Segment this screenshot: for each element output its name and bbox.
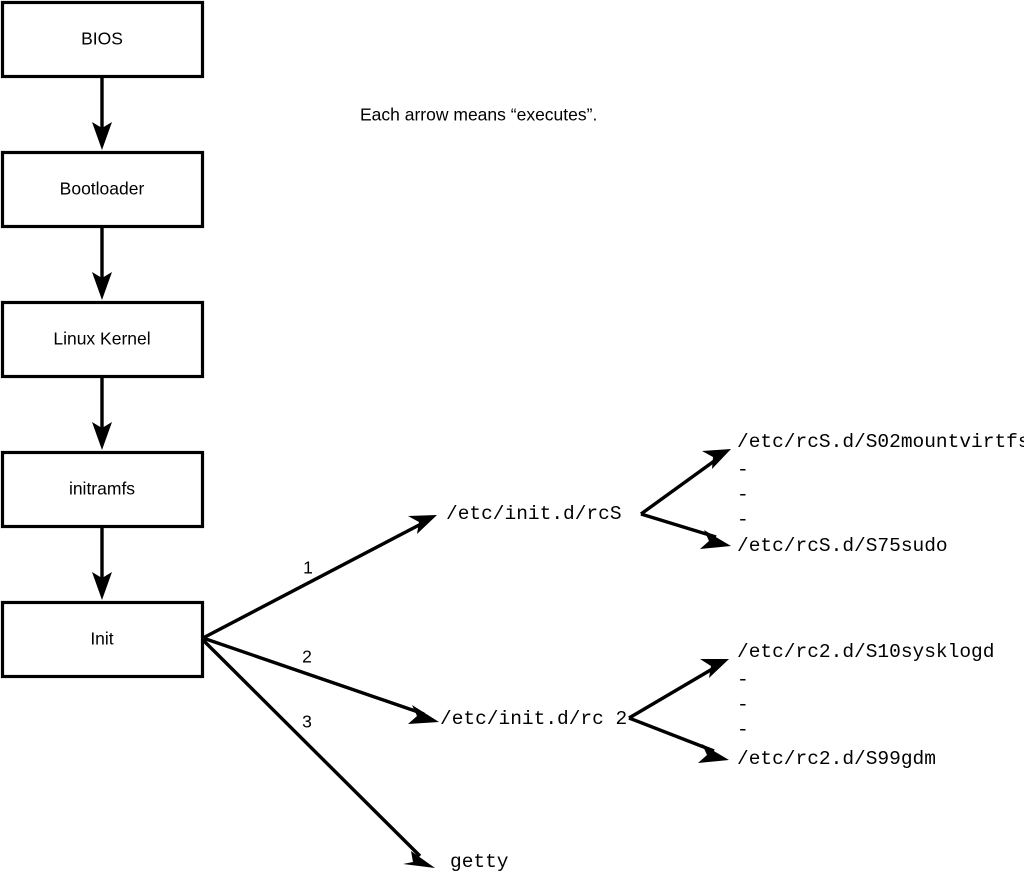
arrow-kernel-to-initramfs-head (92, 422, 112, 450)
arrow-rc2-to-first-script (628, 659, 729, 720)
arrow-kernel-to-initramfs (92, 377, 112, 450)
stage-box-initramfs-rect (0, 450, 205, 529)
arrow-bios-to-bootloader-head (92, 122, 112, 150)
stage-box-bios[interactable]: BIOS (0, 0, 205, 79)
legend-note: Each arrow means “executes”. (360, 105, 597, 125)
branch-target-getty-label[interactable]: getty (450, 851, 509, 873)
rcs-script-first[interactable]: /etc/rcS.d/S02mountvirtfs (737, 431, 1024, 453)
arrow-bios-to-bootloader (92, 77, 112, 150)
arrow-init-branch-1 (202, 515, 437, 640)
rc2-ellipsis-dash-2: - (737, 694, 749, 716)
arrow-rcs-to-last-script (640, 512, 731, 549)
branch-number-3: 3 (302, 712, 312, 732)
stage-box-kernel-label: Linux Kernel (53, 329, 150, 349)
stage-box-initramfs[interactable]: initramfs (0, 450, 205, 529)
arrow-rc2-to-first-script-head (700, 659, 729, 678)
arrow-rcs-to-first-script-head (702, 449, 731, 469)
branch-number-2: 2 (302, 647, 312, 667)
branch-target-rcs-label[interactable]: /etc/init.d/rcS (446, 503, 622, 525)
rcs-ellipsis-dash-3: - (737, 509, 749, 531)
rc2-ellipsis-dash-3: - (737, 719, 749, 741)
stage-box-bios-label: BIOS (81, 29, 123, 49)
stage-box-init[interactable]: Init (0, 600, 205, 679)
rcs-ellipsis-dash-2: - (737, 484, 749, 506)
arrow-rcs-to-last-script-head (700, 530, 731, 549)
rc2-script-first[interactable]: /etc/rc2.d/S10sysklogd (737, 641, 994, 663)
stage-box-init-rect (0, 600, 205, 679)
arrow-rc2-to-last-script (628, 716, 729, 763)
arrow-rc2-to-last-script-head (698, 744, 729, 763)
rcs-ellipsis-dash-1: - (737, 459, 749, 481)
stage-box-bootloader-rect (0, 150, 205, 229)
stage-box-initramfs-label: initramfs (69, 479, 135, 499)
arrow-init-branch-2 (202, 636, 439, 724)
stage-box-kernel-rect (0, 300, 205, 379)
arrow-rcs-to-first-script (640, 449, 731, 516)
stage-box-bios-rect (0, 0, 205, 79)
rc2-script-last[interactable]: /etc/rc2.d/S99gdm (737, 748, 936, 770)
branch-number-1: 1 (303, 558, 313, 578)
arrow-init-branch-3 (201, 638, 435, 868)
arrow-init-branch-2-head (408, 705, 439, 724)
arrow-init-branch-1-head (408, 515, 437, 534)
arrow-bootloader-to-kernel-head (92, 272, 112, 300)
stage-box-bootloader[interactable]: Bootloader (0, 150, 205, 229)
stage-box-kernel[interactable]: Linux Kernel (0, 300, 205, 379)
stage-box-bootloader-label: Bootloader (60, 179, 145, 199)
rcs-script-last[interactable]: /etc/rcS.d/S75sudo (737, 535, 948, 557)
arrow-initramfs-to-init-head (92, 572, 112, 600)
rc2-ellipsis-dash-1: - (737, 669, 749, 691)
arrow-bootloader-to-kernel (92, 227, 112, 300)
stage-box-init-label: Init (90, 629, 113, 649)
branch-target-rc2-label[interactable]: /etc/init.d/rc 2 (440, 708, 627, 730)
arrow-initramfs-to-init (92, 527, 112, 600)
arrow-init-branch-3-head (403, 851, 435, 868)
